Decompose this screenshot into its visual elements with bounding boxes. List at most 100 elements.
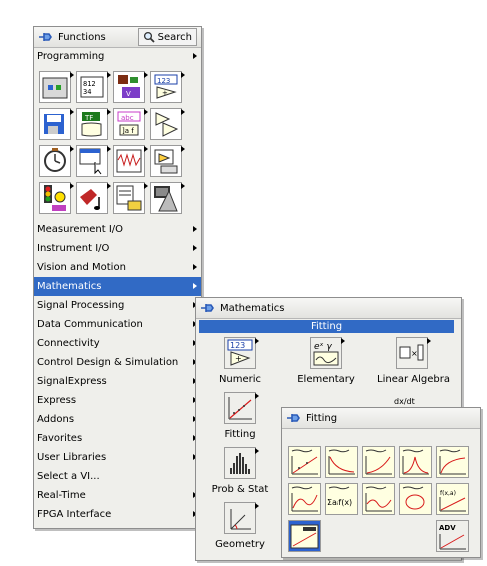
menu-item-label: User Libraries: [37, 452, 107, 463]
svg-text:TF: TF: [84, 114, 93, 122]
submenu-arrow-icon: [341, 338, 345, 344]
menu-item-connectivity[interactable]: Connectivity: [34, 334, 201, 353]
submenu-arrow-icon: [144, 146, 148, 152]
menu-item-real-time[interactable]: Real-Time: [34, 486, 201, 505]
submenu-arrow-icon: [107, 72, 111, 78]
graphics-sound-icon[interactable]: [76, 182, 111, 214]
menu-item-label: SignalExpress: [37, 376, 107, 387]
pushpin-icon[interactable]: [286, 412, 302, 424]
menu-item-data-communication[interactable]: Data Communication: [34, 315, 201, 334]
ellipse-fit-icon[interactable]: [399, 483, 432, 515]
menu-item-signal-processing[interactable]: Signal Processing: [34, 296, 201, 315]
waveform-icon[interactable]: [113, 145, 148, 177]
nonlinear-curve-fit-icon[interactable]: [362, 483, 395, 515]
timing-icon[interactable]: [39, 145, 74, 177]
structures-icon[interactable]: [39, 71, 74, 103]
menu-item-addons[interactable]: Addons: [34, 410, 201, 429]
functions-title: Functions: [58, 31, 106, 43]
report-generation-icon[interactable]: [113, 182, 148, 214]
svg-text:eˣ γ: eˣ γ: [314, 342, 332, 352]
category-label-linear-algebra: Linear Algebra: [377, 374, 450, 385]
magnifier-icon: [143, 31, 155, 43]
integration-icon-partial: dx/dt: [394, 397, 415, 406]
gaussian-peak-fit-icon[interactable]: [399, 446, 432, 478]
fitting-express-icon[interactable]: [288, 520, 321, 552]
adv-label: ADV: [439, 524, 456, 532]
submenu-arrow-icon: [181, 72, 185, 78]
submenu-arrow-icon: [144, 183, 148, 189]
menu-item-programming[interactable]: Programming: [34, 47, 201, 66]
linear-algebra-icon[interactable]: ×: [396, 337, 431, 369]
dialog-ui-icon[interactable]: [76, 145, 111, 177]
geometry-icon[interactable]: [224, 502, 259, 534]
general-fit-icon[interactable]: f(x,a): [436, 483, 469, 515]
application-control-icon[interactable]: [150, 145, 185, 177]
submenu-arrow-icon: [181, 146, 185, 152]
prob-stat-icon[interactable]: [224, 447, 259, 479]
numeric-icon[interactable]: 123+: [224, 337, 259, 369]
boolean-icon[interactable]: TF: [76, 108, 111, 140]
string-icon[interactable]: abc ]a f: [113, 108, 148, 140]
numeric-icon[interactable]: 123+: [150, 71, 185, 103]
functions-titlebar: Functions Search: [34, 27, 201, 48]
menu-item-favorites[interactable]: Favorites: [34, 429, 201, 448]
polynomial-fit-icon[interactable]: [288, 483, 321, 515]
search-button[interactable]: Search: [137, 28, 197, 46]
elementary-icon[interactable]: eˣ γ: [310, 337, 345, 369]
mathematics-titlebar: Mathematics: [196, 298, 461, 319]
menu-item-select-a-vi[interactable]: Select a VI...: [34, 467, 201, 486]
vi-analyzer-icon[interactable]: [150, 182, 185, 214]
submenu-arrow-icon: [255, 338, 259, 344]
svg-text:]a f: ]a f: [122, 127, 134, 135]
menu-item-fpga-interface[interactable]: FPGA Interface: [34, 505, 201, 524]
menu-item-user-libraries[interactable]: User Libraries: [34, 448, 201, 467]
category-label-geometry: Geometry: [215, 539, 265, 550]
menu-item-label: Instrument I/O: [37, 243, 110, 254]
fitting-highlight-banner: Fitting: [199, 320, 454, 333]
partial-icon-text: dx/dt: [394, 397, 415, 406]
menu-item-instrument-io[interactable]: Instrument I/O: [34, 239, 201, 258]
power-fit-icon[interactable]: [362, 446, 395, 478]
svg-text:abc: abc: [121, 114, 134, 122]
submenu-arrow-icon: [193, 264, 197, 270]
comparison-icon[interactable]: [150, 108, 185, 140]
menu-item-label: Signal Processing: [37, 300, 125, 311]
menu-item-label: Data Communication: [37, 319, 143, 330]
submenu-arrow-icon: [255, 393, 259, 399]
functions-category-menu: Measurement I/O Instrument I/O Vision an…: [34, 220, 201, 524]
menu-item-signalexpress[interactable]: SignalExpress: [34, 372, 201, 391]
cluster-class-icon[interactable]: V: [113, 71, 148, 103]
synchronization-icon[interactable]: [39, 182, 74, 214]
svg-text:V: V: [126, 90, 131, 98]
pushpin-icon[interactable]: [200, 302, 216, 314]
fitting-icon[interactable]: [224, 392, 259, 424]
menu-item-measurement-io[interactable]: Measurement I/O: [34, 220, 201, 239]
exponential-fit-icon[interactable]: [325, 446, 358, 478]
fitting-palette: Fitting Σaᵢf(x) f(x,a) ADV: [281, 407, 481, 558]
svg-text:+: +: [235, 354, 242, 363]
general-ls-linear-fit-icon[interactable]: Σaᵢf(x): [325, 483, 358, 515]
menu-item-label: Connectivity: [37, 338, 100, 349]
submenu-arrow-icon: [193, 245, 197, 251]
file-io-icon[interactable]: [39, 108, 74, 140]
linear-fit-icon[interactable]: [288, 446, 321, 478]
submenu-arrow-icon: [255, 448, 259, 454]
advanced-curve-fitting-icon[interactable]: ADV: [436, 520, 469, 552]
search-label: Search: [157, 31, 192, 43]
svg-text:+: +: [162, 89, 168, 97]
menu-item-control-design[interactable]: Control Design & Simulation: [34, 353, 201, 372]
svg-text:f(x,a): f(x,a): [440, 490, 456, 497]
category-label-prob-stat: Prob & Stat: [211, 484, 269, 495]
category-label-fitting: Fitting: [224, 429, 256, 440]
pushpin-icon[interactable]: [38, 31, 54, 43]
submenu-arrow-icon: [181, 183, 185, 189]
programming-header[interactable]: Programming: [34, 47, 201, 66]
menu-item-vision-motion[interactable]: Vision and Motion: [34, 258, 201, 277]
submenu-arrow-icon: [107, 109, 111, 115]
menu-item-mathematics[interactable]: Mathematics: [34, 277, 201, 296]
menu-item-express[interactable]: Express: [34, 391, 201, 410]
log-fit-icon[interactable]: [436, 446, 469, 478]
menu-item-label: Measurement I/O: [37, 224, 124, 235]
